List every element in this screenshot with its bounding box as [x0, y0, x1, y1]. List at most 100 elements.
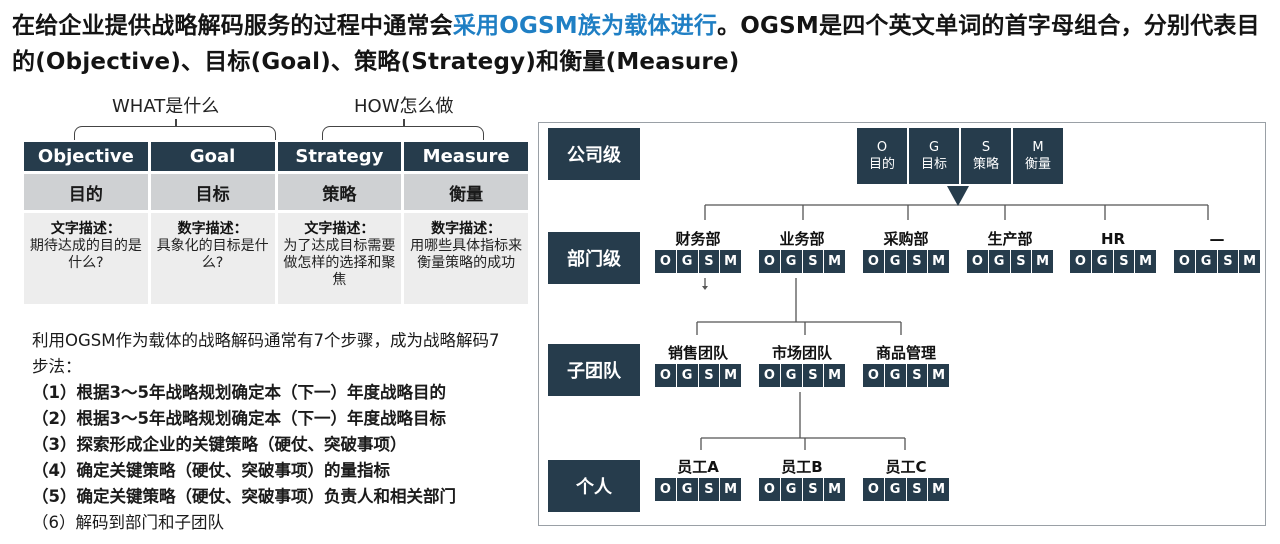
ogsm-cell: G	[676, 250, 698, 273]
level-department: 部门级	[548, 232, 640, 284]
unit-title: HR	[1100, 230, 1126, 248]
level-subteam: 子团队	[548, 344, 640, 396]
unit-title: 采购部	[883, 230, 929, 248]
level-individual: 个人	[548, 460, 640, 512]
company-cell-measure: M 衡量	[1013, 128, 1063, 184]
step-item: （5）确定关键策略（硬仗、突破事项）负责人和相关部门	[32, 487, 456, 506]
ogsm-cell: M	[720, 478, 741, 501]
cell-letter: M	[1032, 140, 1044, 155]
cell-label: 衡量	[1024, 157, 1051, 172]
steps-list: 利用OGSM作为载体的战略解码通常有7个步骤，成为战略解码7步法： （1）根据3…	[32, 328, 512, 536]
ogsm-cell: S	[802, 478, 824, 501]
unit-title: 业务部	[779, 230, 825, 248]
cell-label: 目标	[920, 157, 947, 172]
ogsm-cell: S	[698, 364, 720, 387]
ogsm-cell: S	[698, 250, 720, 273]
ogsm-cell: O	[863, 478, 884, 501]
unit-title: 员工A	[677, 458, 719, 476]
how-brace	[322, 119, 484, 140]
ogsm-table: Objective Goal Strategy Measure 目的 目标 策略…	[24, 142, 528, 304]
headline-part2: 。OGSM是四个英文单词的首字母组合，分别代表目的(Objective)、目标(…	[12, 13, 1260, 75]
hierarchy-panel	[538, 122, 1266, 526]
step-item: （2）根据3～5年战略规划确定本（下一）年度战略目标	[32, 409, 446, 428]
ogsm-cell: O	[759, 364, 780, 387]
ogsm-cell: O	[967, 250, 988, 273]
ogsm-cell: S	[1113, 250, 1135, 273]
ogsm-cell: S	[906, 364, 928, 387]
desc-text: 为了达成目标需要做怎样的选择和聚焦	[283, 238, 396, 288]
ogsm-cell: O	[759, 250, 780, 273]
cell-label: 目的	[868, 157, 895, 172]
ogsm-cell: S	[698, 478, 720, 501]
step-item: （1）根据3～5年战略规划确定本（下一）年度战略目的	[32, 383, 446, 402]
ogsm-cell: M	[1032, 250, 1053, 273]
ogsm-cell: S	[906, 478, 928, 501]
ogsm-cell: G	[884, 478, 906, 501]
unit-title: 市场团队	[771, 344, 832, 362]
table-header-objective: Objective	[24, 142, 148, 171]
ogsm-cell: M	[1135, 250, 1156, 273]
desc-text: 用哪些具体指标来衡量策略的成功	[410, 238, 523, 271]
ogsm-cell: G	[1091, 250, 1113, 273]
step-item: （4）确定关键策略（硬仗、突破事项）的量指标	[32, 461, 390, 480]
ogsm-cell: O	[863, 250, 884, 273]
desc-title: 文字描述：	[304, 221, 375, 237]
ogsm-cell: G	[780, 478, 802, 501]
ogsm-cell: G	[676, 478, 698, 501]
ogsm-cell: S	[1217, 250, 1239, 273]
ogsm-cell: G	[780, 250, 802, 273]
table-meaning-objective: 目的	[24, 174, 148, 210]
table-meaning-goal: 目标	[150, 174, 275, 210]
table-meaning-strategy: 策略	[277, 174, 402, 210]
unit-title: 商品管理	[875, 344, 936, 362]
ogsm-cell: S	[802, 364, 824, 387]
ogsm-cell: M	[928, 250, 949, 273]
table-header-measure: Measure	[404, 142, 528, 171]
unit-title: 员工C	[885, 458, 927, 476]
unit-title: —	[1209, 230, 1225, 248]
unit-title: 员工B	[781, 458, 823, 476]
how-label: HOW怎么做	[354, 96, 454, 117]
headline-highlight: 采用OGSM族为载体进行	[452, 13, 718, 39]
step-item: （3）探索形成企业的关键策略（硬仗、突破事项）	[32, 435, 407, 454]
ogsm-cell: M	[824, 478, 845, 501]
desc-text: 期待达成的目的是什么?	[29, 238, 142, 271]
ogsm-cell: O	[863, 364, 884, 387]
ogsm-cell: G	[1195, 250, 1217, 273]
desc-text: 具象化的目标是什么?	[156, 238, 269, 271]
ogsm-cell: S	[906, 250, 928, 273]
what-label: WHAT是什么	[112, 96, 220, 117]
ogsm-cell: M	[824, 250, 845, 273]
table-meaning-measure: 衡量	[404, 174, 528, 210]
ogsm-cell: O	[655, 250, 676, 273]
ogsm-cell: M	[928, 478, 949, 501]
ogsm-cell: O	[655, 478, 676, 501]
level-company: 公司级	[548, 128, 640, 180]
steps-lead: 利用OGSM作为载体的战略解码通常有7个步骤，成为战略解码7步法：	[32, 331, 500, 376]
